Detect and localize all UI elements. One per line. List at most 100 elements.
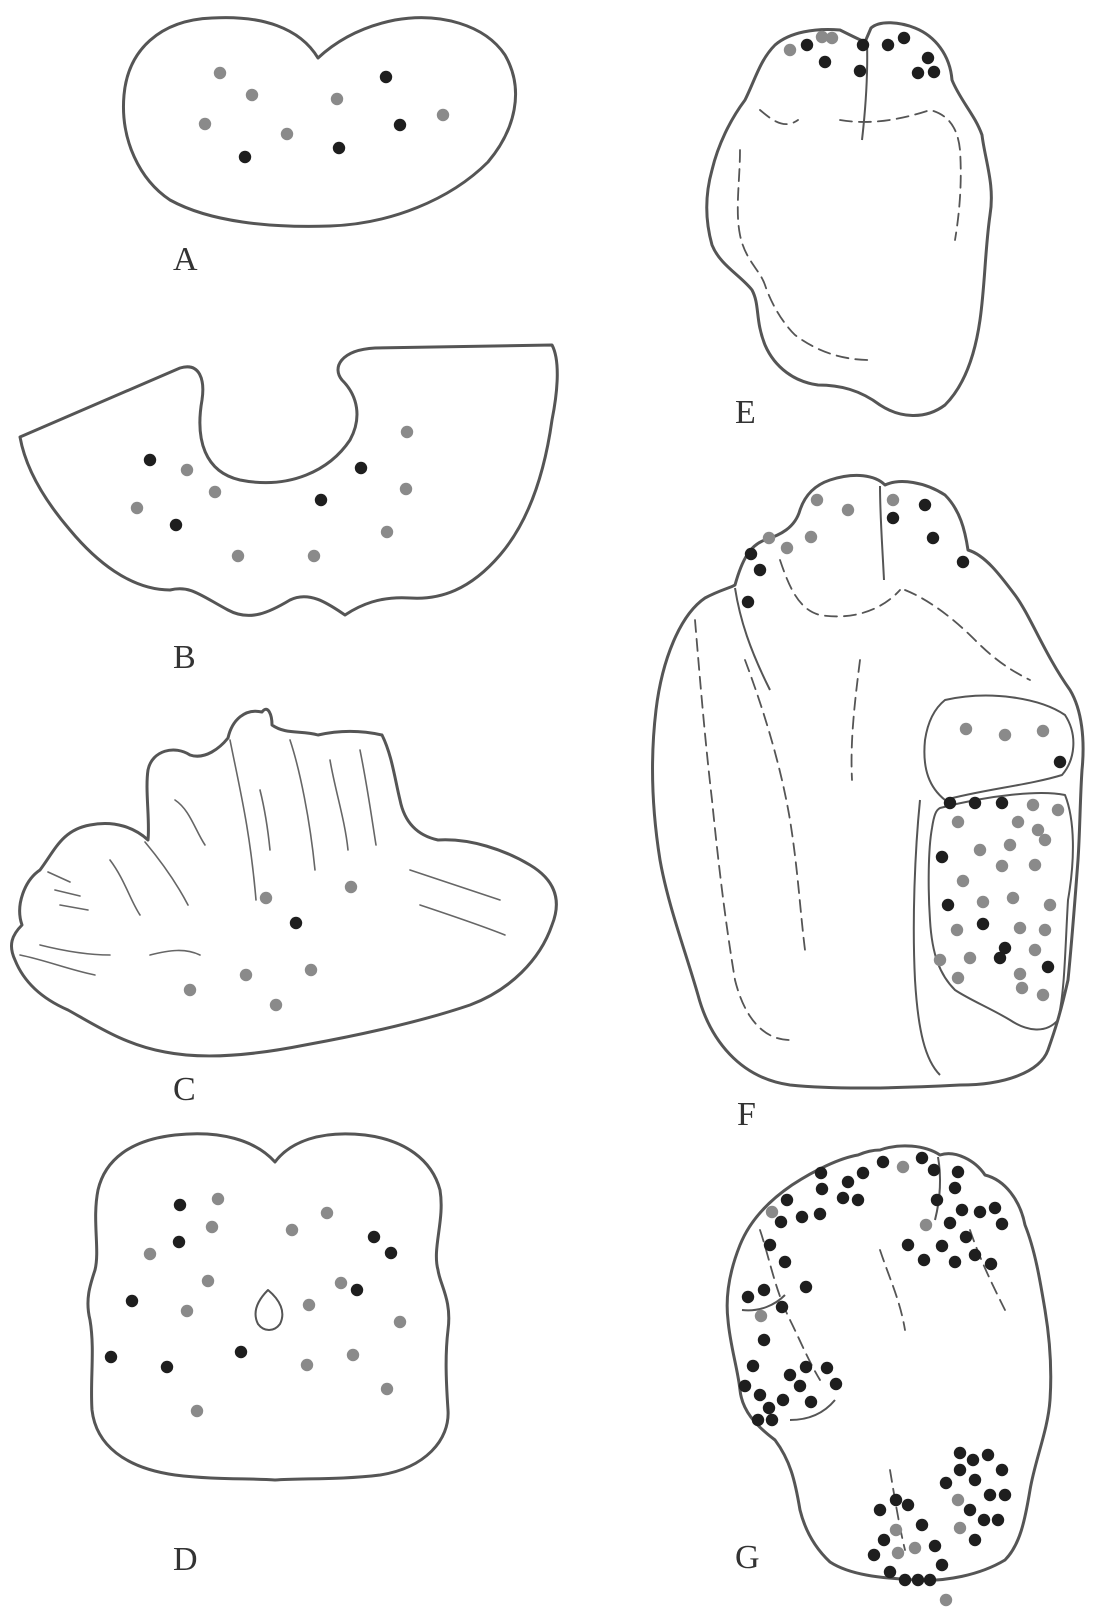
dark-cell-dot (996, 797, 1008, 809)
panel-d: D (88, 1134, 449, 1578)
gray-cell-dot (184, 984, 196, 996)
dark-cell-dot (239, 151, 251, 163)
dark-cell-dot (763, 1402, 775, 1414)
panel-label-e: E (735, 394, 756, 431)
dark-cell-dot (957, 556, 969, 568)
gray-cell-dot (920, 1219, 932, 1231)
section-outline-b (20, 345, 557, 615)
gray-cell-dot (232, 550, 244, 562)
cell-dots-g (739, 1152, 1011, 1606)
dark-cell-dot (385, 1247, 397, 1259)
dark-cell-dot (821, 1362, 833, 1374)
dark-cell-dot (969, 1534, 981, 1546)
panel-g: G (727, 1146, 1051, 1606)
dark-cell-dot (954, 1464, 966, 1476)
dark-cell-dot (857, 1167, 869, 1179)
gray-cell-dot (996, 860, 1008, 872)
cell-dots-b (131, 426, 413, 562)
dark-cell-dot (969, 1249, 981, 1261)
dark-cell-dot (922, 52, 934, 64)
dark-cell-dot (960, 1231, 972, 1243)
gray-cell-dot (1029, 944, 1041, 956)
gray-cell-dot (260, 892, 272, 904)
dark-cell-dot (105, 1351, 117, 1363)
panel-a: A (123, 18, 515, 278)
gyral-folds-c (20, 740, 505, 975)
dark-cell-dot (816, 1183, 828, 1195)
cell-dots-f (742, 494, 1066, 1001)
gray-cell-dot (964, 952, 976, 964)
dark-cell-dot (912, 1574, 924, 1586)
cell-dots-c (184, 881, 357, 1011)
gray-cell-dot (805, 531, 817, 543)
gray-cell-dot (952, 1494, 964, 1506)
dark-cell-dot (956, 1204, 968, 1216)
dark-cell-dot (784, 1369, 796, 1381)
dark-cell-dot (884, 1566, 896, 1578)
gray-cell-dot (1016, 982, 1028, 994)
panel-b: B (20, 345, 557, 676)
section-outline-d (88, 1134, 449, 1480)
dark-cell-dot (754, 564, 766, 576)
dark-cell-dot (837, 1192, 849, 1204)
gray-cell-dot (887, 494, 899, 506)
gray-cell-dot (755, 1310, 767, 1322)
gray-cell-dot (212, 1193, 224, 1205)
dark-cell-dot (174, 1199, 186, 1211)
dark-cell-dot (739, 1380, 751, 1392)
dark-cell-dot (954, 1447, 966, 1459)
dark-cell-dot (777, 1394, 789, 1406)
dark-cell-dot (355, 462, 367, 474)
dark-cell-dot (368, 1231, 380, 1243)
dark-cell-dot (235, 1346, 247, 1358)
panel-label-a: A (173, 241, 198, 278)
gray-cell-dot (286, 1224, 298, 1236)
dark-cell-dot (924, 1574, 936, 1586)
putamen-outline-f (924, 696, 1073, 800)
dark-cell-dot (887, 512, 899, 524)
cell-dots-a (199, 67, 449, 163)
dark-cell-dot (916, 1519, 928, 1531)
gray-cell-dot (331, 93, 343, 105)
dark-cell-dot (854, 65, 866, 77)
gray-cell-dot (1044, 899, 1056, 911)
gray-cell-dot (934, 954, 946, 966)
dark-cell-dot (815, 1167, 827, 1179)
dark-cell-dot (992, 1514, 1004, 1526)
dark-cell-dot (877, 1156, 889, 1168)
dark-cell-dot (766, 1414, 778, 1426)
gray-cell-dot (381, 526, 393, 538)
dark-cell-dot (978, 1514, 990, 1526)
dark-cell-dot (842, 1176, 854, 1188)
dark-cell-dot (936, 1240, 948, 1252)
gray-cell-dot (199, 118, 211, 130)
dark-cell-dot (944, 797, 956, 809)
gray-cell-dot (1012, 816, 1024, 828)
gray-cell-dot (206, 1221, 218, 1233)
gray-cell-dot (214, 67, 226, 79)
dark-cell-dot (918, 1254, 930, 1266)
gray-cell-dot (401, 426, 413, 438)
gray-cell-dot (305, 964, 317, 976)
dark-cell-dot (952, 1166, 964, 1178)
grey-white-boundary-e (738, 110, 961, 360)
dark-cell-dot (758, 1334, 770, 1346)
gray-cell-dot (381, 1383, 393, 1395)
dark-cell-dot (868, 1549, 880, 1561)
dark-cell-dot (800, 1281, 812, 1293)
gray-cell-dot (960, 723, 972, 735)
dark-cell-dot (902, 1499, 914, 1511)
gray-cell-dot (952, 816, 964, 828)
gray-cell-dot (246, 89, 258, 101)
gray-cell-dot (202, 1275, 214, 1287)
dark-cell-dot (931, 1194, 943, 1206)
gray-cell-dot (957, 875, 969, 887)
gray-cell-dot (784, 44, 796, 56)
dark-cell-dot (936, 1559, 948, 1571)
dark-cell-dot (967, 1454, 979, 1466)
gray-cell-dot (826, 32, 838, 44)
gray-cell-dot (954, 1522, 966, 1534)
gray-cell-dot (1039, 834, 1051, 846)
dark-cell-dot (874, 1504, 886, 1516)
dark-cell-dot (996, 1218, 1008, 1230)
